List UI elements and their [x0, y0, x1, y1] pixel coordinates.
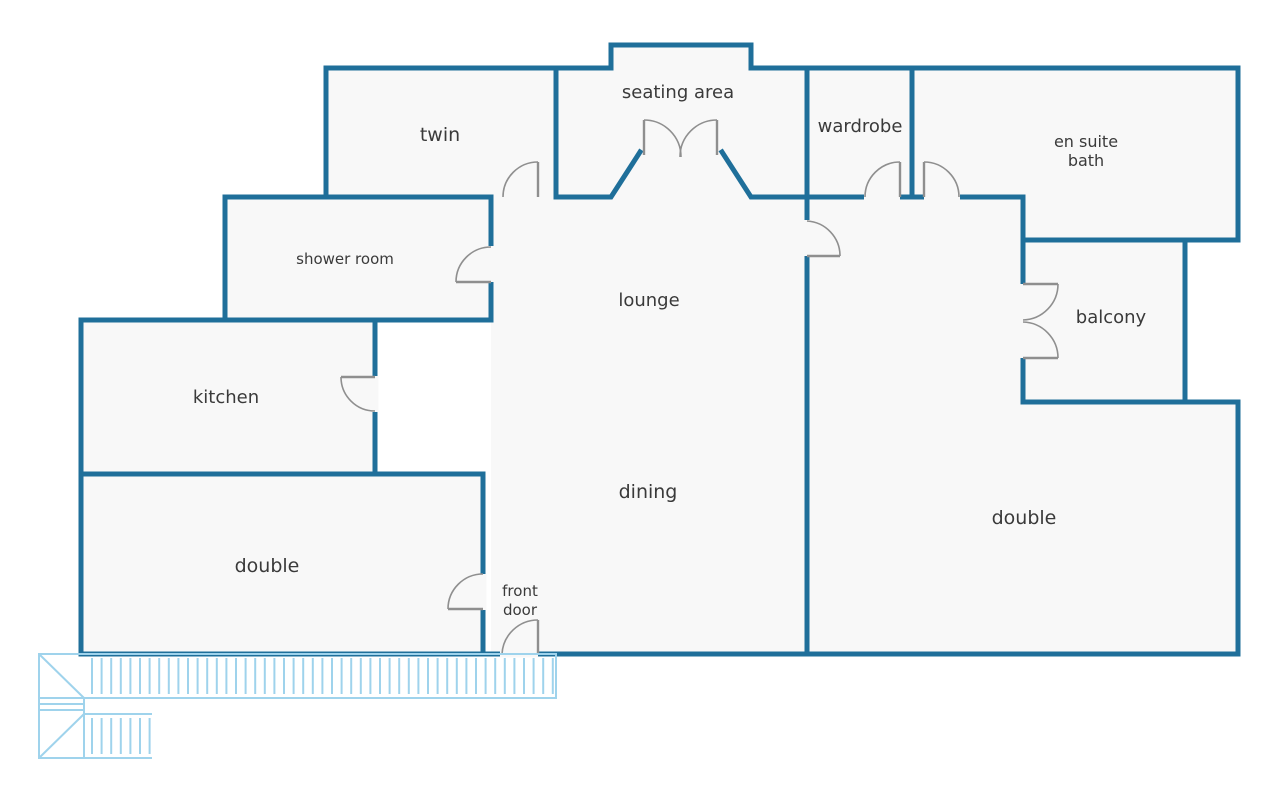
label-en-suite: en suite — [1054, 132, 1118, 151]
label-kitchen: kitchen — [193, 387, 259, 408]
label-balcony: balcony — [1076, 307, 1147, 328]
label-twin: twin — [420, 124, 460, 146]
label-double-left: double — [235, 555, 300, 577]
door-double-right[interactable] — [803, 220, 841, 258]
label-seating-area: seating area — [622, 82, 734, 103]
label-shower-room: shower room — [296, 250, 394, 268]
door-wardrobe[interactable] — [864, 161, 902, 201]
wall-seating-bottom — [553, 148, 810, 200]
door-seating-area[interactable] — [642, 119, 719, 158]
external-stairs — [38, 653, 557, 759]
door-shower-room[interactable] — [455, 246, 495, 284]
label-dining: dining — [619, 481, 678, 503]
wall-balcony — [1020, 194, 1188, 405]
outer-wall-top-right — [78, 65, 1241, 657]
wall-shower — [222, 194, 494, 323]
door-balcony[interactable] — [1019, 282, 1059, 360]
door-en-suite[interactable] — [922, 161, 960, 201]
label-wardrobe: wardrobe — [818, 116, 903, 137]
label-front-door-2: door — [503, 601, 538, 619]
label-en-suite-bath: bath — [1068, 151, 1104, 170]
door-double-left[interactable] — [447, 573, 487, 611]
outer-wall-left-lower — [78, 65, 559, 657]
label-lounge: lounge — [618, 290, 679, 311]
label-double-right: double — [992, 507, 1057, 529]
door-twin[interactable] — [502, 161, 540, 201]
door-kitchen[interactable] — [340, 375, 379, 412]
outer-wall-bay — [553, 42, 810, 71]
label-front-door: front — [502, 582, 538, 600]
doors — [340, 119, 1059, 658]
room-labels: twin seating area wardrobe en suite bath… — [193, 82, 1147, 619]
